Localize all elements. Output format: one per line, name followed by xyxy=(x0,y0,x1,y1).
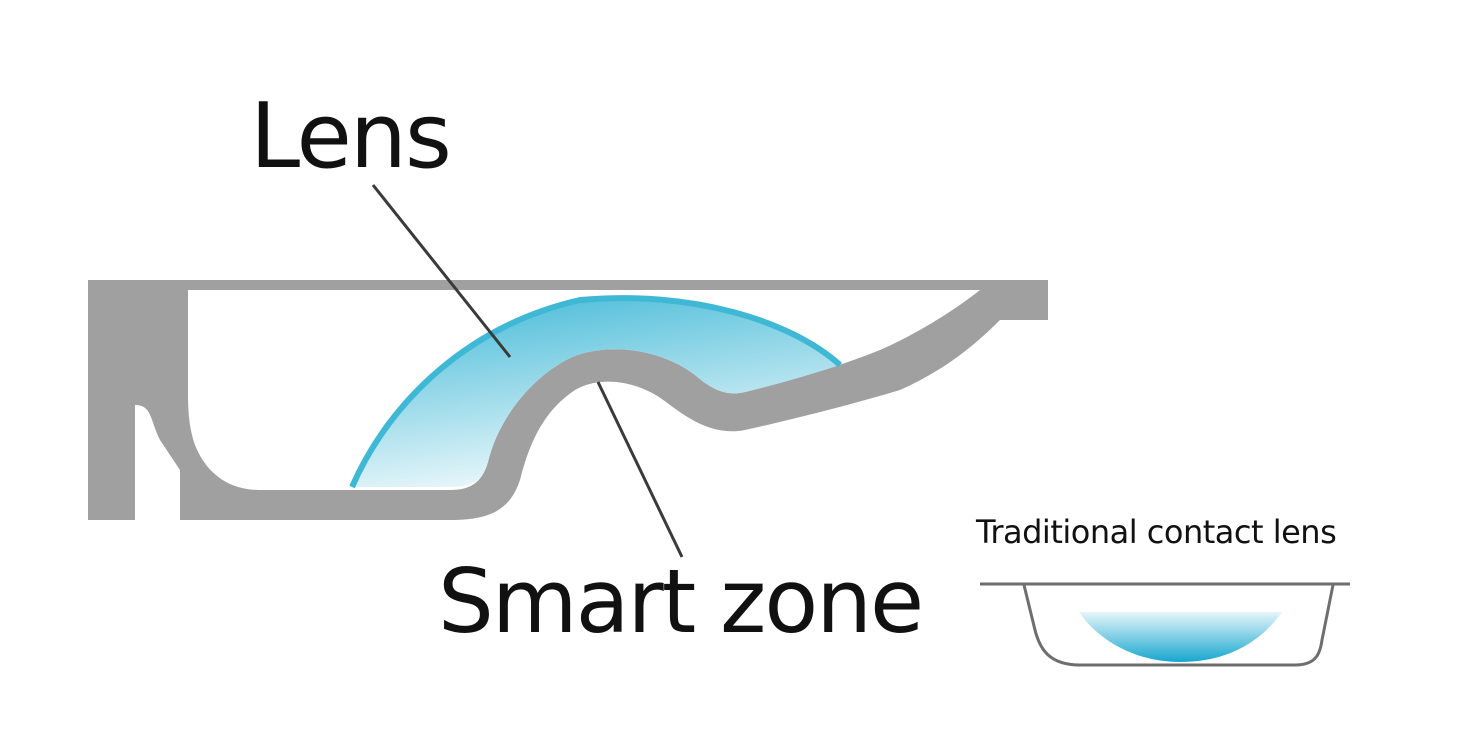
lens-leader-line xyxy=(371,184,512,358)
lens xyxy=(349,295,843,489)
smart-zone-leader-line xyxy=(596,381,684,558)
smart-zone-ridge xyxy=(459,355,885,518)
traditional-lens-label: Traditional contact lens xyxy=(976,513,1337,551)
smart-zone-label: Smart zone xyxy=(438,550,924,653)
traditional-lens-fluid xyxy=(1079,612,1282,662)
lens-label: Lens xyxy=(250,84,452,189)
lens-edge xyxy=(349,295,843,489)
traditional-lens-diagram xyxy=(980,582,1350,667)
traditional-cup xyxy=(1022,584,1335,667)
